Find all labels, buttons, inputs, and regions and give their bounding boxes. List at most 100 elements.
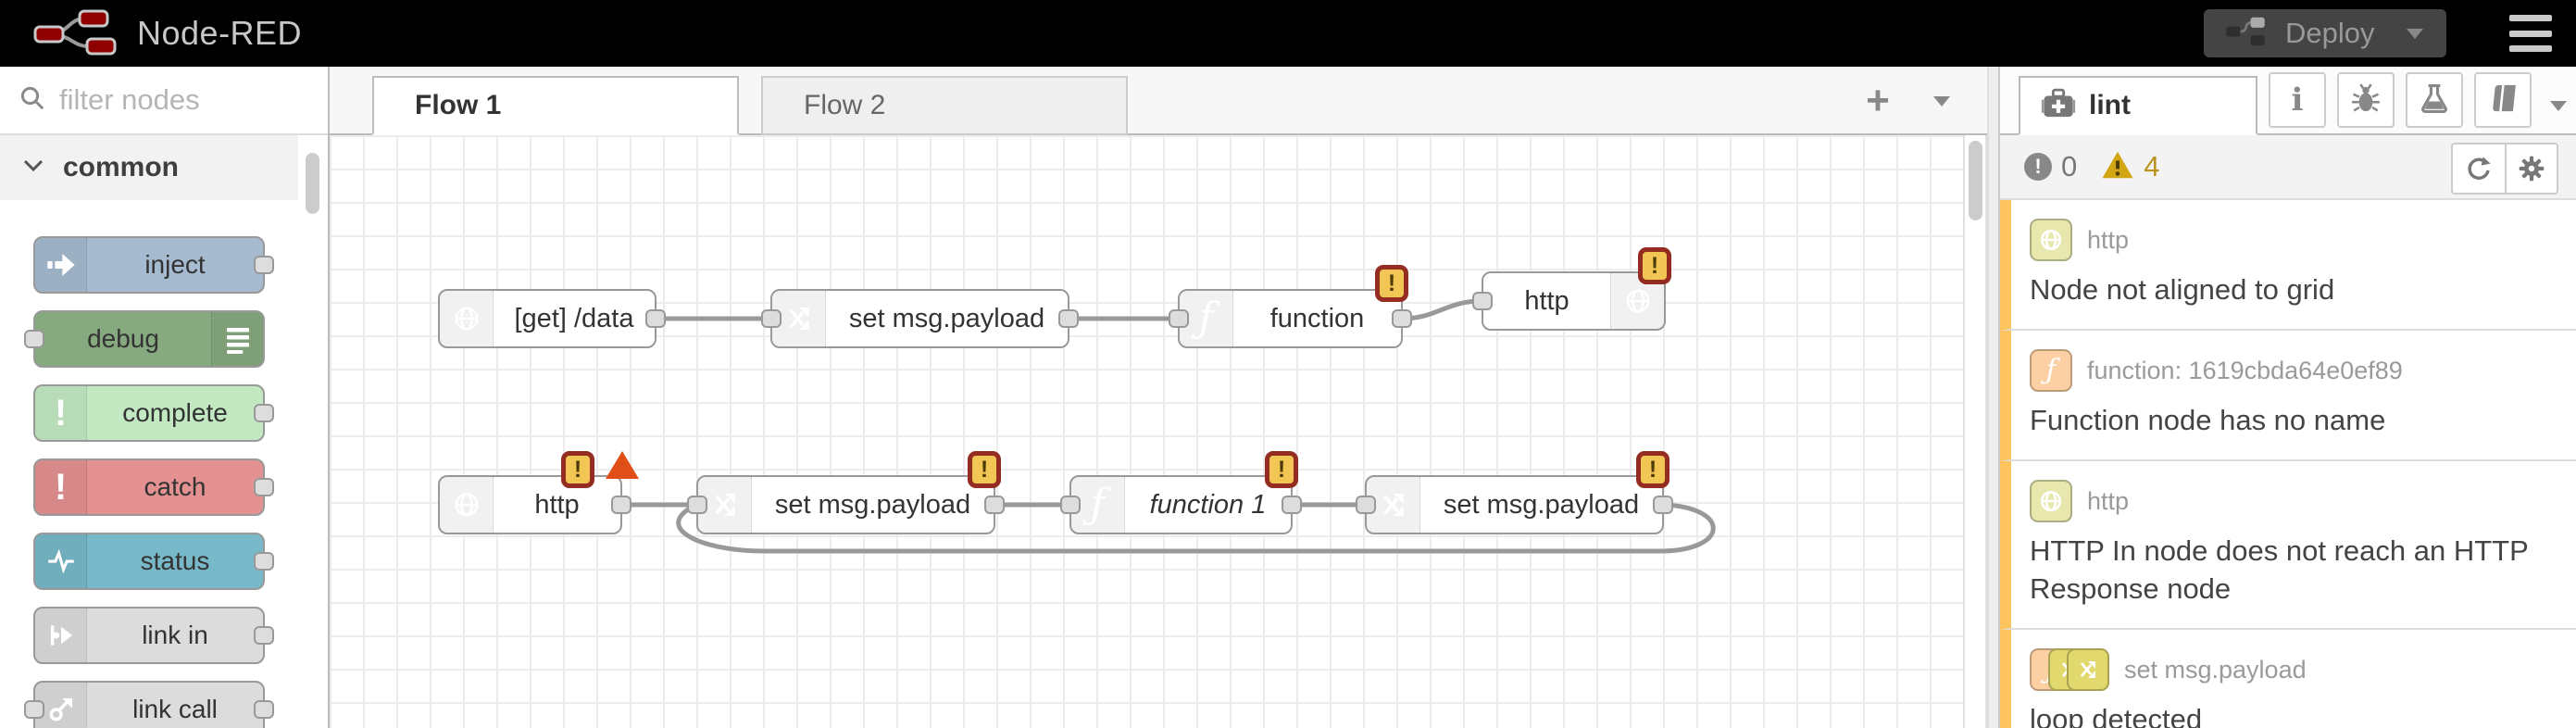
input-port[interactable]	[1060, 496, 1081, 514]
input-port[interactable]	[687, 496, 707, 514]
output-port[interactable]	[1282, 496, 1302, 514]
node-label: link call	[132, 695, 218, 723]
output-port[interactable]	[254, 256, 274, 274]
context-tab-button[interactable]	[2406, 72, 2463, 128]
output-port[interactable]	[254, 478, 274, 496]
warning-badge-icon: !	[1638, 247, 1671, 284]
menu-bar-icon	[2509, 15, 2552, 21]
palette-nodes: inject debug !	[0, 200, 328, 728]
output-port[interactable]	[984, 496, 1005, 514]
settings-button[interactable]	[2505, 144, 2557, 193]
info-tab-button[interactable]: i	[2269, 72, 2326, 128]
flow-node-change-3[interactable]: set msg.payload !	[1356, 451, 1673, 534]
input-port[interactable]	[761, 309, 782, 328]
deploy-icon	[2224, 15, 2267, 53]
book-icon	[2487, 82, 2519, 119]
input-port[interactable]	[1356, 496, 1376, 514]
main-menu-button[interactable]	[2509, 15, 2552, 52]
palette-node-status[interactable]: status	[33, 533, 274, 590]
refresh-button[interactable]	[2453, 144, 2505, 193]
output-port[interactable]	[611, 496, 631, 514]
filter-nodes-input[interactable]	[59, 83, 291, 117]
palette-node-link-in[interactable]: link in	[33, 607, 274, 664]
lint-issue-row[interactable]: ƒ function: 1619cbda64e0ef89 Function no…	[2000, 331, 2576, 461]
node-label: complete	[122, 398, 228, 427]
output-port[interactable]	[1058, 309, 1079, 328]
menu-bar-icon	[2509, 30, 2552, 37]
canvas-vertical-scrollbar[interactable]	[1963, 135, 1987, 728]
flow-node-function[interactable]: ƒ function !	[1169, 265, 1412, 348]
issue-message: Node not aligned to grid	[2030, 273, 2335, 306]
output-port[interactable]	[254, 626, 274, 645]
wires[interactable]	[330, 135, 1985, 728]
app-title: Node-RED	[137, 14, 303, 52]
output-port[interactable]	[645, 309, 666, 328]
tab-list-caret-icon[interactable]	[1933, 96, 1950, 107]
scrollbar-thumb[interactable]	[1969, 141, 1982, 220]
issue-node-label: function: 1619cbda64e0ef89	[2087, 356, 2403, 384]
deploy-button[interactable]: Deploy	[2204, 9, 2446, 57]
flow-node-http-in-get-data[interactable]: [get] /data	[438, 289, 666, 348]
warning-badge-icon: !	[1636, 451, 1669, 488]
output-port[interactable]	[1392, 309, 1412, 328]
palette-node-debug[interactable]: debug	[24, 310, 265, 368]
input-port[interactable]	[24, 700, 44, 719]
lint-issue-row[interactable]: ƒ	[2000, 630, 2576, 728]
warning-count: 4	[2144, 150, 2160, 182]
output-port[interactable]	[254, 700, 274, 719]
issue-node-label: set msg.payload	[2124, 655, 2307, 684]
output-port[interactable]	[254, 404, 274, 422]
input-port[interactable]	[1472, 292, 1493, 310]
palette-node-complete[interactable]: ! complete	[33, 384, 274, 442]
node-label: status	[140, 546, 210, 575]
flow-node-http-in[interactable]: http !	[438, 451, 639, 534]
sidebar-tab-lint[interactable]: lint	[2019, 76, 2257, 135]
sidebar: lint i	[2000, 67, 2576, 728]
help-tab-button[interactable]	[2474, 72, 2532, 128]
output-port[interactable]	[254, 552, 274, 571]
node-label: [get] /data	[514, 303, 634, 333]
http-node-mini-icon	[2030, 480, 2072, 522]
node-red-logo-icon	[31, 6, 120, 62]
palette-node-catch[interactable]: ! catch	[33, 458, 274, 516]
change-node-mini-icon	[2067, 648, 2109, 691]
wire	[1400, 298, 1484, 321]
globe-icon	[440, 477, 494, 533]
warning-badge-icon: !	[968, 451, 1001, 488]
palette: common inject	[0, 67, 330, 728]
flow-node-change-2[interactable]: set msg.payload !	[687, 451, 1005, 534]
lint-toolbar	[2451, 143, 2558, 195]
tab-flow-2[interactable]: Flow 2	[761, 76, 1128, 135]
node-label: set msg.payload	[1443, 489, 1640, 520]
flow-node-change-1[interactable]: set msg.payload	[761, 289, 1079, 348]
flow-node-function-1[interactable]: ƒ function 1 !	[1060, 451, 1302, 534]
input-port[interactable]	[24, 330, 44, 348]
flow-node-http-response[interactable]: http !	[1472, 247, 1671, 331]
output-port[interactable]	[1653, 496, 1673, 514]
node-label: http	[534, 489, 580, 520]
debug-tab-button[interactable]	[2337, 72, 2395, 128]
node-label: debug	[87, 324, 159, 353]
lint-issue-row[interactable]: http HTTP In node does not reach an HTTP…	[2000, 461, 2576, 630]
palette-scrollbar[interactable]	[306, 153, 319, 214]
add-flow-button[interactable]: +	[1866, 78, 1890, 123]
sidebar-tab-label: lint	[2089, 90, 2131, 120]
palette-search-row	[0, 67, 328, 135]
wire-loop	[676, 502, 1716, 554]
warning-badge-icon: !	[1375, 265, 1408, 302]
palette-node-inject[interactable]: inject	[33, 236, 274, 294]
sidebar-separator[interactable]	[1987, 67, 2000, 728]
node-label: catch	[144, 472, 206, 501]
header: Node-RED Deploy	[0, 0, 2576, 67]
sidebar-tabs-caret-icon[interactable]	[2550, 101, 2567, 111]
palette-category-common[interactable]: common	[0, 135, 298, 200]
lint-issue-row[interactable]: http Node not aligned to grid	[2000, 200, 2576, 331]
issue-node-label: http	[2087, 225, 2130, 254]
flow-canvas[interactable]: [get] /data set msg.payload	[330, 135, 1987, 728]
issue-message: HTTP In node does not reach an HTTP Resp…	[2030, 534, 2529, 605]
tab-flow-1[interactable]: Flow 1	[372, 76, 739, 135]
palette-node-link-call[interactable]: link call	[24, 681, 274, 728]
deploy-options-caret-icon[interactable]	[2406, 28, 2423, 39]
input-port[interactable]	[1169, 309, 1189, 328]
